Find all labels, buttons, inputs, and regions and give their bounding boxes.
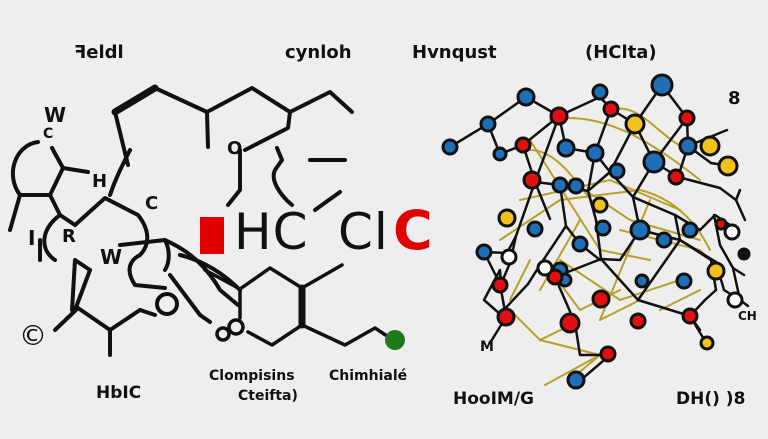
atom-label-i: I <box>28 226 36 250</box>
node-blue <box>655 231 673 249</box>
atom-label-r: R <box>62 226 76 247</box>
node-red <box>522 170 542 190</box>
node-red <box>629 312 647 330</box>
node-blue <box>594 219 612 237</box>
node-red <box>491 276 509 294</box>
corner-digit: 8 <box>728 88 741 109</box>
left-molecule-structure <box>8 84 354 357</box>
green-atom <box>385 330 405 350</box>
header-label-2: cynloh <box>285 42 352 63</box>
node-blue <box>571 235 589 253</box>
node-blue <box>567 177 585 195</box>
node-yellow <box>624 113 646 135</box>
node-blue <box>475 243 493 261</box>
node-red <box>599 345 617 363</box>
node-blue <box>608 162 626 180</box>
formula-hc: HC <box>234 203 309 261</box>
atom-label-w-mid: W <box>100 245 123 269</box>
bottom-label-homg: HooIM/G <box>453 389 534 409</box>
atom-label-copyright-c: © <box>19 319 47 352</box>
node-blue <box>566 370 586 390</box>
atom-label-w-top: W <box>44 103 67 127</box>
node-red <box>546 268 564 286</box>
bottom-label-dh: DH() )8 <box>676 389 746 409</box>
atom-label-o: O <box>227 138 243 159</box>
node-blue <box>681 221 699 239</box>
node-white <box>737 247 751 261</box>
node-red <box>549 106 569 126</box>
atom-label-m: M <box>480 339 494 355</box>
o-atom-lower-left <box>155 292 179 316</box>
formula-red-c: C <box>393 199 434 262</box>
node-blue <box>650 73 674 97</box>
red-accent-bar <box>200 217 224 254</box>
node-yellow <box>497 208 517 228</box>
node-blue <box>675 272 693 290</box>
bottom-label-complex-1: Clompisins <box>209 368 295 384</box>
node-blue <box>585 143 605 163</box>
formula-cl: Cl <box>338 203 389 261</box>
atom-label-c-mid: C <box>145 193 159 214</box>
node-red <box>681 307 699 325</box>
header-label-1: ꟻeldl <box>74 42 124 63</box>
o-atom-ring <box>227 318 245 336</box>
bottom-label-complex-2: Cteifta) <box>238 388 298 404</box>
node-red <box>591 289 611 309</box>
node-blue <box>492 146 508 162</box>
bottom-label-chimiale: Chimhialé <box>329 368 408 384</box>
node-blue <box>591 83 609 101</box>
atom-label-c-top: C <box>43 126 54 142</box>
node-red <box>667 168 685 186</box>
node-blue <box>516 87 536 107</box>
atom-label-h: H <box>92 171 108 192</box>
network-graph <box>441 73 751 390</box>
atom-label-ch: CH <box>738 309 757 323</box>
node-blue <box>629 219 651 241</box>
node-blue <box>551 176 569 194</box>
node-blue <box>634 273 650 289</box>
node-red <box>714 217 728 231</box>
node-blue <box>441 138 459 156</box>
node-blue <box>642 150 666 174</box>
node-white <box>500 248 518 266</box>
node-yellow <box>706 261 726 281</box>
o-atom-ring-2 <box>215 326 231 342</box>
node-white <box>726 291 744 309</box>
node-blue <box>556 138 576 158</box>
bottom-label-hbic: HbIC <box>96 383 142 403</box>
node-red <box>559 312 581 334</box>
node-yellow <box>699 135 721 157</box>
node-white <box>723 223 741 241</box>
node-white <box>536 259 554 277</box>
node-red <box>496 307 516 327</box>
node-yellow <box>591 196 609 214</box>
node-red <box>514 136 532 154</box>
node-blue <box>526 220 544 238</box>
node-blue <box>479 115 497 133</box>
node-red <box>602 100 620 118</box>
header-label-4: (HClta) <box>585 42 657 63</box>
node-yellow <box>717 155 739 177</box>
header-label-3: Hvnqust <box>412 42 497 63</box>
node-yellow <box>699 335 715 351</box>
middle-ring-structure <box>203 263 392 347</box>
node-red <box>678 109 696 127</box>
node-blue <box>678 136 698 156</box>
